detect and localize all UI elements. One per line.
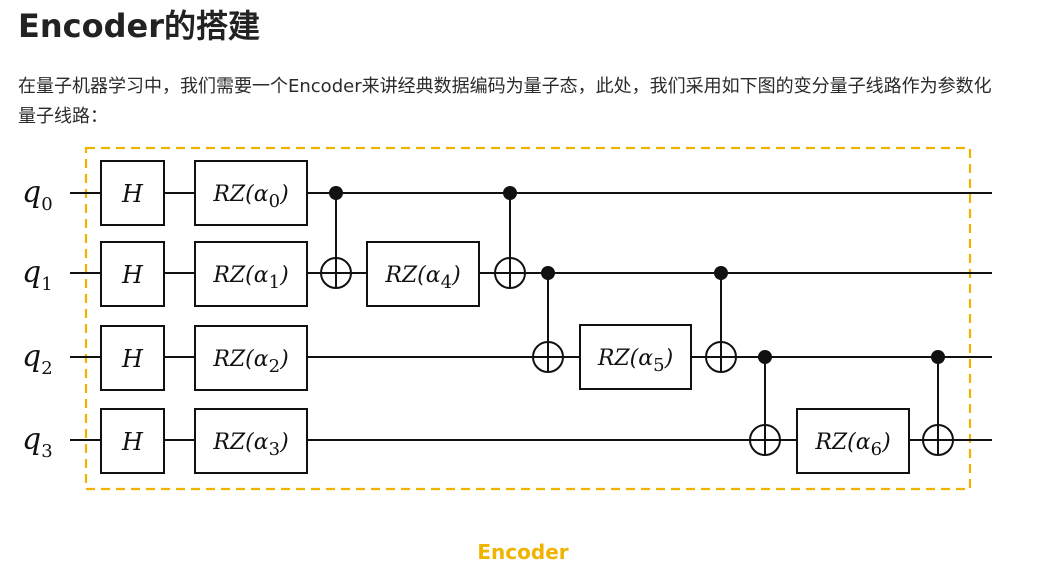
cnot-control-dot	[714, 266, 728, 280]
h-gate-q3: H	[100, 408, 165, 474]
rz-gate-alpha0: RZ(α0)	[194, 160, 308, 226]
svg-text:RZ(α3): RZ(α3)	[212, 430, 288, 460]
svg-text:H: H	[121, 428, 144, 456]
svg-text:RZ(α2): RZ(α2)	[212, 347, 288, 377]
svg-text:RZ(α0): RZ(α0)	[212, 182, 288, 212]
cnot-gate-6	[922, 350, 954, 456]
cnot-control-dot	[758, 350, 772, 364]
cnot-gate-5	[749, 350, 781, 456]
rz-gate-alpha4: RZ(α4)	[366, 241, 480, 307]
rz-gate-alpha1: RZ(α1)	[194, 241, 308, 307]
cnot-control-dot	[541, 266, 555, 280]
cnot-control-dot	[503, 186, 517, 200]
figure-caption: Encoder	[477, 540, 569, 564]
intro-paragraph: 在量子机器学习中，我们需要一个Encoder来讲经典数据编码为量子态，此处，我们…	[18, 76, 992, 127]
qubit-label-3: q3	[22, 422, 53, 462]
h-gate-q0: H	[100, 160, 165, 226]
svg-text:H: H	[121, 261, 144, 289]
cnot-gate-4	[705, 266, 737, 373]
cnot-gate-2	[494, 186, 526, 289]
svg-text:RZ(α4): RZ(α4)	[384, 263, 460, 293]
cnot-gate-3	[532, 266, 564, 373]
rz-gate-alpha3: RZ(α3)	[194, 408, 308, 474]
cnot-gate-1	[320, 186, 352, 289]
rz-gate-alpha5: RZ(α5)	[579, 324, 692, 390]
rz-gate-alpha6: RZ(α6)	[796, 408, 910, 474]
svg-text:H: H	[121, 180, 144, 208]
page-title: Encoder的搭建	[18, 7, 260, 45]
qubit-label-1: q1	[22, 255, 53, 295]
qubit-label-2: q2	[22, 339, 53, 379]
svg-text:RZ(α6): RZ(α6)	[814, 430, 890, 460]
cnot-control-dot	[329, 186, 343, 200]
svg-text:RZ(α1): RZ(α1)	[212, 263, 288, 293]
h-gate-q1: H	[100, 241, 165, 307]
h-gate-q2: H	[100, 325, 165, 391]
svg-text:RZ(α5): RZ(α5)	[597, 346, 673, 376]
encoder-boundary-box	[84, 146, 972, 491]
svg-text:H: H	[121, 345, 144, 373]
qubit-label-0: q0	[22, 175, 53, 215]
rz-gate-alpha2: RZ(α2)	[194, 325, 308, 391]
cnot-control-dot	[931, 350, 945, 364]
